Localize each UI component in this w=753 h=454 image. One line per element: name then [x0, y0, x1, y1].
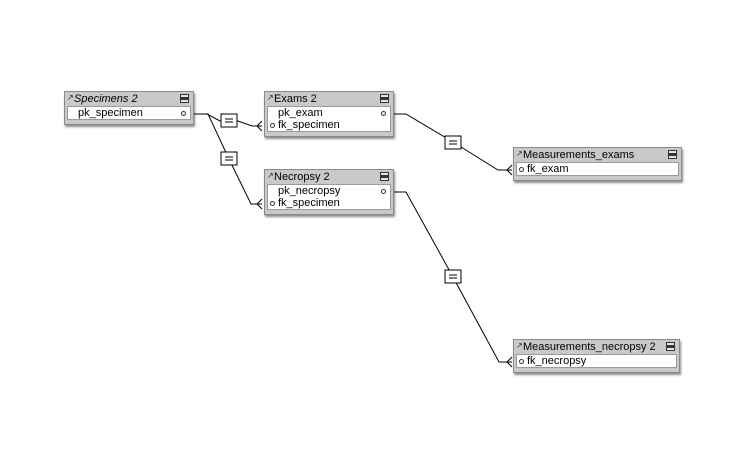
table-occurrence-arrow-icon: ↗	[267, 93, 274, 102]
equals-join-icon[interactable]	[220, 151, 238, 166]
collapse-toggle-icon[interactable]	[380, 172, 389, 181]
table-title: Specimens 2	[74, 93, 138, 105]
table-header[interactable]: ↗ Necropsy 2	[265, 170, 393, 184]
key-indicator-icon	[519, 167, 524, 172]
equals-join-icon[interactable]	[444, 135, 462, 150]
table-title: Necropsy 2	[274, 171, 330, 183]
field-list: fk_necropsy	[516, 354, 677, 368]
field-list: pk_necropsy fk_specimen	[267, 184, 391, 210]
field-pk-specimen[interactable]: pk_specimen	[68, 107, 190, 119]
crowfoot-icon	[256, 198, 263, 210]
table-occurrence-arrow-icon: ↗	[516, 149, 523, 158]
collapse-toggle-icon[interactable]	[666, 342, 675, 351]
field-pk-necropsy[interactable]: pk_necropsy	[268, 185, 390, 197]
field-pk-exam[interactable]: pk_exam	[268, 107, 390, 119]
field-fk-specimen[interactable]: fk_specimen	[268, 119, 390, 131]
key-indicator-icon	[519, 359, 524, 364]
table-header[interactable]: ↗ Specimens 2	[65, 92, 193, 106]
table-occurrence-exams[interactable]: ↗ Exams 2 pk_exam fk_specimen	[264, 91, 394, 137]
table-occurrence-specimens[interactable]: ↗ Specimens 2 pk_specimen	[64, 91, 194, 125]
collapse-toggle-icon[interactable]	[668, 150, 677, 159]
field-fk-necropsy[interactable]: fk_necropsy	[517, 355, 676, 367]
field-fk-specimen[interactable]: fk_specimen	[268, 197, 390, 209]
crowfoot-icon	[256, 120, 263, 132]
table-occurrence-arrow-icon: ↗	[267, 171, 274, 180]
table-title: Exams 2	[274, 93, 317, 105]
field-fk-exam[interactable]: fk_exam	[517, 163, 678, 175]
field-list: pk_specimen	[67, 106, 191, 120]
table-occurrence-necropsy[interactable]: ↗ Necropsy 2 pk_necropsy fk_specimen	[264, 169, 394, 215]
table-title: Measurements_exams	[523, 149, 635, 161]
table-occurrence-arrow-icon: ↗	[67, 93, 74, 102]
field-list: pk_exam fk_specimen	[267, 106, 391, 132]
table-header[interactable]: ↗ Measurements_necropsy 2	[514, 340, 679, 354]
table-header[interactable]: ↗ Measurements_exams	[514, 148, 681, 162]
table-header[interactable]: ↗ Exams 2	[265, 92, 393, 106]
key-indicator-icon	[270, 201, 275, 206]
collapse-toggle-icon[interactable]	[380, 94, 389, 103]
collapse-toggle-icon[interactable]	[180, 94, 189, 103]
field-list: fk_exam	[516, 162, 679, 176]
key-indicator-icon	[381, 189, 386, 194]
table-title: Measurements_necropsy 2	[523, 341, 656, 353]
table-occurrence-arrow-icon: ↗	[516, 341, 523, 350]
key-indicator-icon	[381, 111, 386, 116]
key-indicator-icon	[270, 123, 275, 128]
key-indicator-icon	[181, 111, 186, 116]
equals-join-icon[interactable]	[220, 113, 238, 128]
equals-join-icon[interactable]	[444, 269, 462, 284]
table-occurrence-measurements-necropsy[interactable]: ↗ Measurements_necropsy 2 fk_necropsy	[513, 339, 680, 373]
crowfoot-icon	[506, 356, 513, 368]
table-occurrence-measurements-exams[interactable]: ↗ Measurements_exams fk_exam	[513, 147, 682, 181]
crowfoot-icon	[506, 164, 513, 176]
